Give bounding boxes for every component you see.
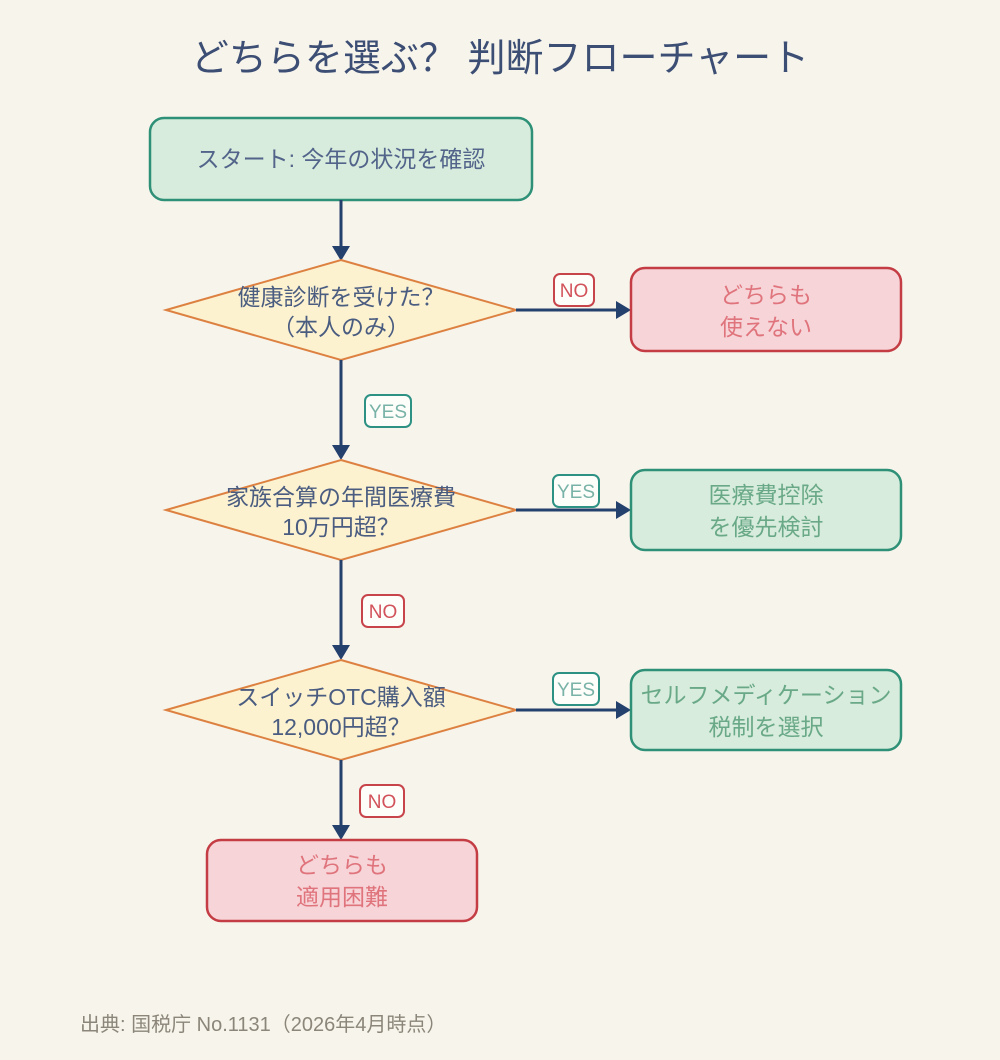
decision-annual-medical-cost-line2: 10万円超？ bbox=[282, 514, 400, 540]
decision-otc-purchase-line2: 12,000円超？ bbox=[271, 714, 410, 740]
decision-health-checkup-line1: 健康診断を受けた？ bbox=[238, 284, 445, 310]
edge-label-q3-no-box bbox=[359, 784, 405, 818]
result-self-medication-line1: セルフメディケーション bbox=[641, 682, 892, 708]
edge-q1-yes-arrowhead bbox=[332, 445, 350, 460]
edge-start-q1-arrowhead bbox=[332, 246, 350, 261]
edge-label-q1-yes: YES bbox=[369, 402, 407, 423]
result-medical-deduction bbox=[629, 468, 903, 552]
result-neither-usable-line1: どちらも bbox=[720, 282, 812, 308]
result-self-medication-line2: 税制を選択 bbox=[709, 714, 824, 740]
edge-label-q3-yes-box bbox=[552, 672, 600, 706]
result-medical-deduction-line1: 医療費控除 bbox=[709, 482, 824, 508]
edge-label-q1-yes-box bbox=[364, 394, 412, 428]
result-neither-usable-line2: 使えない bbox=[720, 314, 812, 340]
edge-q3-no-arrowhead bbox=[332, 825, 350, 840]
decision-health-checkup-line2: （本人のみ） bbox=[272, 314, 410, 340]
edge-q2-no-arrowhead bbox=[332, 645, 350, 660]
edge-label-q2-no-box bbox=[361, 594, 405, 628]
result-neither-applicable-line1: どちらも bbox=[296, 852, 388, 878]
source-note: 出典: 国税庁 No.1131（2026年4月時点） bbox=[80, 1013, 446, 1036]
edge-label-q2-yes-box bbox=[552, 474, 600, 508]
decision-otc-purchase-line1: スイッチOTC購入額 bbox=[236, 684, 446, 710]
start-node-label: スタート: 今年の状況を確認 bbox=[197, 146, 486, 172]
decision-annual-medical-cost-line1: 家族合算の年間医療費 bbox=[226, 484, 456, 510]
edge-label-q1-no: NO bbox=[560, 281, 589, 302]
decision-annual-medical-cost bbox=[162, 458, 520, 562]
decision-otc-purchase bbox=[162, 658, 520, 762]
result-self-medication bbox=[629, 668, 903, 752]
result-neither-usable bbox=[629, 266, 903, 353]
edge-label-q3-yes: YES bbox=[557, 680, 595, 701]
result-medical-deduction-line2: を優先検討 bbox=[709, 514, 824, 540]
edge-q1-no-arrowhead bbox=[616, 301, 631, 319]
edge-q2-yes-arrowhead bbox=[616, 501, 631, 519]
decision-health-checkup bbox=[162, 258, 520, 362]
result-neither-applicable-line2: 適用困難 bbox=[296, 884, 388, 910]
edge-label-q3-no: NO bbox=[368, 792, 397, 813]
edge-q3-yes-arrowhead bbox=[616, 701, 631, 719]
page-title: どちらを選ぶ？ 判断フローチャート bbox=[191, 38, 809, 80]
edge-label-q2-yes: YES bbox=[557, 482, 595, 503]
edge-label-q1-no-box bbox=[553, 273, 595, 307]
edge-label-q2-no: NO bbox=[369, 602, 398, 623]
result-neither-applicable bbox=[205, 838, 479, 923]
